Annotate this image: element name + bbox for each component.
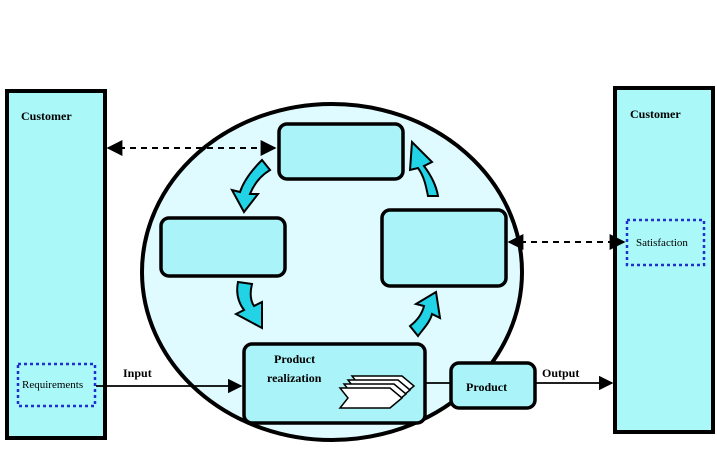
left-process-box	[159, 216, 287, 278]
right-customer-title: Customer	[630, 107, 681, 121]
product-realization-line1: Product	[274, 352, 315, 366]
cycle-arrow-right-top	[408, 139, 440, 197]
product-box	[449, 361, 537, 410]
input-label: Input	[123, 366, 152, 380]
requirements-label: Requirements	[22, 379, 83, 391]
product-realization-line2: realization	[267, 371, 322, 385]
cycle-arrow-top-left	[230, 158, 272, 214]
product-label: Product	[466, 380, 507, 394]
right-customer-panel	[613, 86, 715, 434]
right-process-box	[380, 208, 508, 288]
left-customer-title: Customer	[21, 109, 72, 123]
output-label: Output	[542, 366, 579, 380]
satisfaction-box	[625, 218, 706, 267]
top-process-box	[277, 122, 405, 181]
requirements-box	[16, 362, 97, 408]
left-customer-panel	[5, 89, 107, 440]
cycle-arrow-bottom-right	[408, 290, 442, 338]
chevron-stack-icon	[338, 375, 416, 409]
cycle-arrow-left-bottom	[233, 280, 263, 330]
satisfaction-label: Satisfaction	[636, 237, 688, 249]
